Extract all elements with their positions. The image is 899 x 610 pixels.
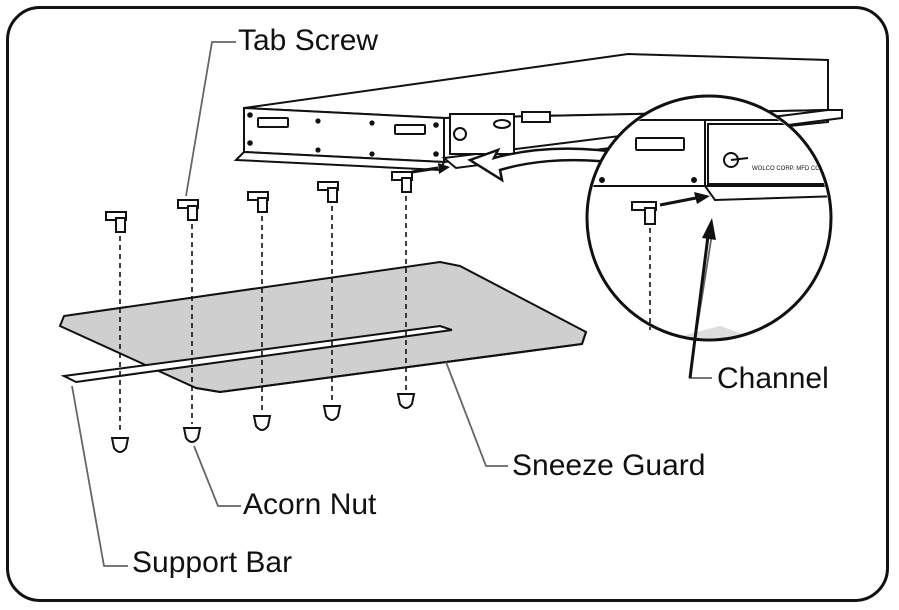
panel-model-text: WOLCO CORP. MFD CO. U.S.A. — [752, 166, 841, 172]
acorn-nut-label: Acorn Nut — [243, 488, 377, 521]
acorn-nut-leader — [193, 445, 241, 507]
acorn-nuts — [110, 393, 416, 453]
channel-pointer — [688, 218, 716, 379]
alignment-lines — [119, 196, 407, 430]
support-bar-leader — [71, 385, 128, 567]
sneeze-guard-leader — [445, 361, 508, 467]
channel-label: Channel — [717, 362, 829, 395]
acorn-nut-5 — [396, 393, 416, 409]
tab-screw-label: Tab Screw — [238, 24, 379, 57]
channel-arrow — [411, 163, 450, 174]
tab-screw-3 — [247, 191, 269, 213]
acorn-nut-4 — [322, 405, 342, 421]
support-bar — [60, 324, 453, 384]
tab-screw-leader — [185, 41, 236, 197]
sneeze-guard-label: Sneeze Guard — [512, 449, 706, 482]
magnified-detail: WOLCO CORP. MFD CO. U.S.A. — [585, 94, 841, 342]
acorn-nut-3 — [252, 415, 272, 431]
tab-screw-2 — [177, 199, 199, 221]
tab-screw-1 — [105, 211, 127, 233]
tab-screw-4 — [317, 181, 339, 203]
support-bar-label: Support Bar — [132, 546, 293, 579]
acorn-nut-2 — [182, 427, 202, 443]
acorn-nut-1 — [110, 437, 130, 453]
tab-screw-5 — [391, 171, 413, 193]
tab-screws — [105, 171, 413, 233]
